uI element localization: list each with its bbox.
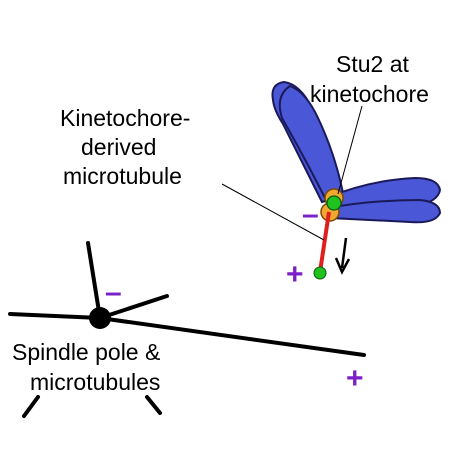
leader-line-kinetochore-microtubule xyxy=(221,183,325,241)
label-kmt-line2: derived xyxy=(81,134,156,160)
leader-line-stu2 xyxy=(337,105,363,195)
spindle-pole-body xyxy=(89,307,111,329)
stu2-at-kinetochore xyxy=(326,195,342,211)
plus-sign-spindle-microtubule: + xyxy=(346,362,364,395)
label-pole-line2: microtubules xyxy=(30,369,160,395)
label-kmt-line3: microtubule xyxy=(63,163,182,189)
label-pole-line1: Spindle pole & xyxy=(12,339,160,365)
minus-sign-kinetochore: – xyxy=(302,198,319,231)
label-stu2-line2: kinetochore xyxy=(310,81,429,107)
plus-sign-kinetochore-microtubule: + xyxy=(286,258,304,291)
chromatid-left-arm-inner xyxy=(278,84,346,206)
label-stu2-line1: Stu2 at xyxy=(336,51,409,77)
label-kmt-line1: Kinetochore- xyxy=(60,105,190,131)
chromatid-right-arm-inner xyxy=(326,198,442,224)
spindle-microtubule xyxy=(145,395,162,415)
chromosome xyxy=(271,80,442,224)
kinetochore-derived-microtubule xyxy=(318,211,331,273)
spindle-pole-group xyxy=(8,241,366,418)
spindle-microtubule xyxy=(22,395,40,418)
spindle-microtubule xyxy=(8,312,102,320)
spindle-microtubule xyxy=(98,294,169,320)
spindle-microtubule xyxy=(98,316,366,357)
spindle-microtubule xyxy=(86,241,102,320)
stu2-at-microtubule-tip xyxy=(313,266,327,280)
growth-direction-arrow xyxy=(334,237,351,275)
minus-sign-spindle-pole: – xyxy=(105,276,122,309)
